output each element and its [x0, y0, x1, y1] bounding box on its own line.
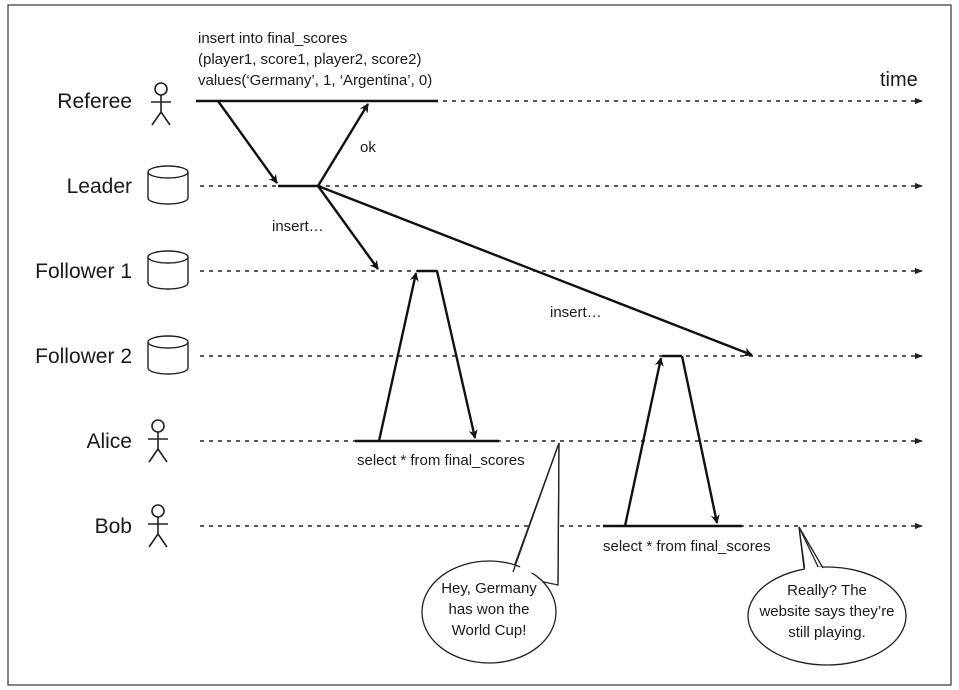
- referee-query-line-1: insert into final_scores: [198, 30, 347, 47]
- alice-bubble-line-3: World Cup!: [452, 622, 527, 639]
- lane-label-follower-2: Follower 2: [35, 345, 132, 368]
- alice-person-icon: [148, 419, 168, 463]
- insert-label-follower-1: insert…: [272, 218, 324, 235]
- referee-query-line-2: (player1, score1, player2, score2): [198, 51, 421, 68]
- lane-label-follower-1: Follower 1: [35, 260, 132, 283]
- lane-label-bob: Bob: [95, 515, 132, 538]
- arrow-alice-to-follower-1: [377, 272, 419, 442]
- follower-2-database-icon: [147, 335, 189, 375]
- bob-select-query: select * from final_scores: [603, 538, 771, 555]
- bob-bubble-line-1: Really? The: [787, 582, 867, 599]
- diagram-frame: [7, 4, 952, 686]
- lane-label-alice: Alice: [86, 430, 132, 453]
- arrow-follower-1-to-alice: [435, 270, 478, 439]
- bob-person-icon: [148, 504, 168, 548]
- bob-speech-bubble: Really? The website says they’re still p…: [747, 526, 907, 666]
- lane-label-referee: Referee: [57, 90, 132, 113]
- alice-bubble-line-1: Hey, Germany: [441, 580, 537, 597]
- bob-bubble-line-2: website says they’re: [758, 603, 894, 620]
- arrow-leader-to-follower-1: [317, 185, 379, 270]
- lane-label-leader: Leader: [67, 175, 132, 198]
- alice-bubble-line-2: has won the: [449, 601, 530, 618]
- ok-label: ok: [360, 139, 376, 156]
- arrow-referee-to-leader: [217, 100, 278, 184]
- referee-query-line-3: values(‘Germany’, 1, ‘Argentina’, 0): [198, 72, 432, 89]
- time-axis-label: time: [880, 69, 918, 91]
- arrow-leader-to-follower-2: [317, 184, 753, 357]
- arrow-leader-ok-to-referee: [316, 103, 370, 187]
- leader-database-icon: [147, 165, 189, 205]
- follower-1-database-icon: [147, 250, 189, 290]
- referee-person-icon: [151, 82, 171, 126]
- arrow-follower-2-to-bob: [680, 355, 720, 524]
- bob-bubble-line-3: still playing.: [788, 624, 866, 641]
- alice-speech-bubble: Hey, Germany has won the World Cup!: [421, 442, 560, 664]
- arrow-bob-to-follower-2: [623, 357, 664, 527]
- insert-label-follower-2: insert…: [550, 304, 602, 321]
- alice-select-query: select * from final_scores: [357, 452, 525, 469]
